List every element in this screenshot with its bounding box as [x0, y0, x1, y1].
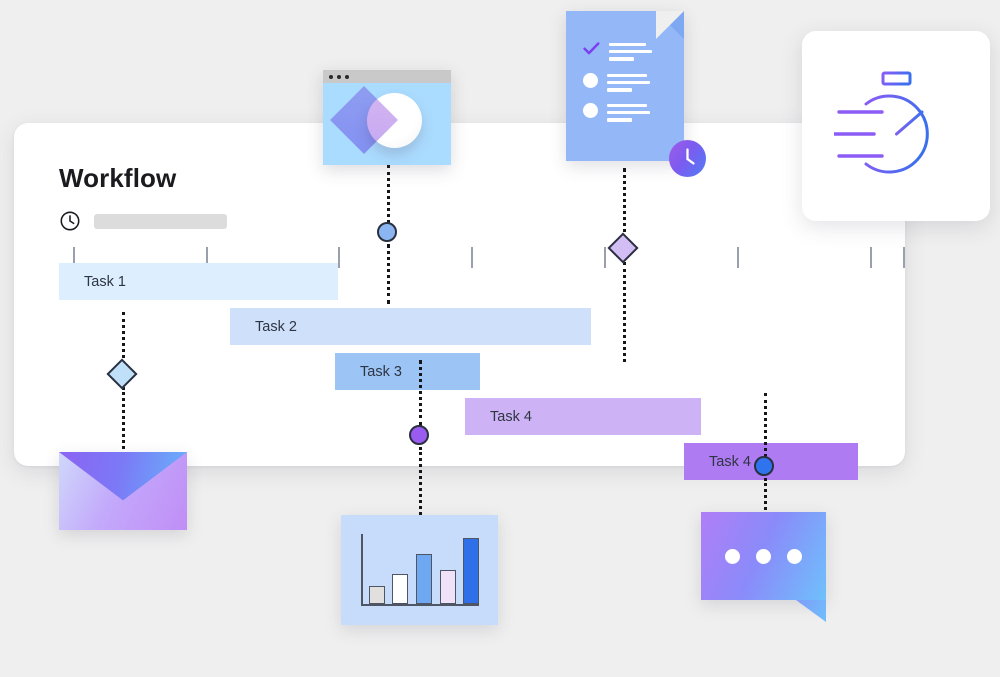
- doc-line: [607, 88, 632, 92]
- timeline-axis: [14, 247, 905, 269]
- doc-line: [607, 104, 647, 108]
- connector-document: [623, 168, 626, 240]
- gantt-bar[interactable]: Task 4: [465, 398, 701, 435]
- bubble-dot-icon: [756, 548, 771, 564]
- doc-line: [609, 50, 652, 54]
- doc-line: [607, 111, 650, 115]
- checklist-row: [583, 73, 650, 92]
- clock-badge-icon: [669, 140, 706, 177]
- doc-line: [609, 57, 634, 61]
- doc-line: [609, 43, 646, 47]
- title-placeholder-bar: [94, 213, 227, 229]
- workflow-card: Workflow Task 1 Task 2 Task 3 Task 4 Task 4: [14, 123, 905, 480]
- bullet-icon: [583, 103, 598, 118]
- doc-line: [607, 118, 632, 122]
- browser-titlebar: [323, 70, 451, 83]
- chart-y-axis: [361, 534, 364, 606]
- timeline-tick-5: [604, 247, 606, 268]
- browser-window-card[interactable]: [323, 70, 451, 165]
- doc-line-group: [607, 103, 650, 122]
- gantt-bar-label: Task 4: [709, 453, 751, 470]
- page-title: Workflow: [59, 163, 177, 193]
- gantt-bar[interactable]: Task 2: [230, 308, 591, 345]
- chart-bar: [439, 569, 456, 604]
- browser-canvas: [323, 83, 451, 165]
- browser-dot-icon: [345, 74, 349, 79]
- envelope-icon[interactable]: [59, 452, 187, 530]
- browser-dot-icon: [337, 74, 341, 79]
- doc-line-group: [609, 42, 652, 61]
- timeline-tick-7: [870, 247, 872, 268]
- envelope-flap: [59, 452, 187, 501]
- doc-line-group: [607, 73, 650, 92]
- connector-envelope: [122, 312, 125, 364]
- node-circle-purple[interactable]: [409, 425, 429, 445]
- connector-chart-down: [419, 447, 422, 515]
- gantt-bar-label: Task 2: [255, 318, 297, 335]
- clock-icon: [59, 210, 81, 232]
- gantt-bar-label: Task 1: [84, 273, 126, 290]
- gantt-bar-label: Task 3: [360, 363, 402, 380]
- timeline-tick-2: [206, 247, 208, 268]
- connector-chart: [419, 360, 422, 426]
- bar-chart-plot: [361, 534, 480, 606]
- timeline-tick-1: [73, 247, 75, 268]
- connector-node-down: [387, 244, 390, 304]
- doc-line: [607, 81, 650, 85]
- bar-chart-card[interactable]: [341, 515, 498, 625]
- connector-browser: [387, 165, 390, 235]
- gantt-bar[interactable]: Task 3: [335, 353, 480, 390]
- connector-env-down: [122, 387, 125, 455]
- connector-diamond-dn: [623, 262, 626, 362]
- workflow-subheader: [59, 210, 227, 232]
- gantt-bar[interactable]: Task 1: [59, 263, 338, 300]
- chart-bar: [416, 553, 432, 604]
- timeline-tick-3: [338, 247, 340, 268]
- bubble-dot-icon: [787, 548, 802, 564]
- browser-dot-icon: [329, 74, 333, 79]
- chart-bar: [392, 573, 409, 604]
- chart-x-axis: [361, 603, 479, 606]
- connector-bub-down: [764, 478, 767, 510]
- node-circle-blue[interactable]: [754, 456, 774, 476]
- connector-bubble: [764, 393, 767, 457]
- checklist-document-card[interactable]: [566, 11, 706, 177]
- checklist-row: [583, 103, 650, 122]
- check-icon: [583, 42, 600, 55]
- bullet-icon: [583, 73, 598, 88]
- checklist-row: [583, 42, 652, 61]
- bubble-dot-icon: [725, 548, 740, 564]
- node-circle-blue-light[interactable]: [377, 222, 397, 242]
- timeline-tick-8: [903, 247, 905, 268]
- timeline-tick-4: [471, 247, 473, 268]
- chart-bar: [463, 537, 480, 604]
- stopwatch-icon: [833, 71, 929, 174]
- gantt-bar-label: Task 4: [490, 408, 532, 425]
- chart-bar: [368, 585, 385, 604]
- stopwatch-card[interactable]: [802, 31, 990, 221]
- bubble-tail: [796, 600, 826, 622]
- speech-bubble-icon[interactable]: [701, 512, 826, 622]
- timeline-tick-6: [737, 247, 739, 268]
- doc-line: [607, 74, 647, 78]
